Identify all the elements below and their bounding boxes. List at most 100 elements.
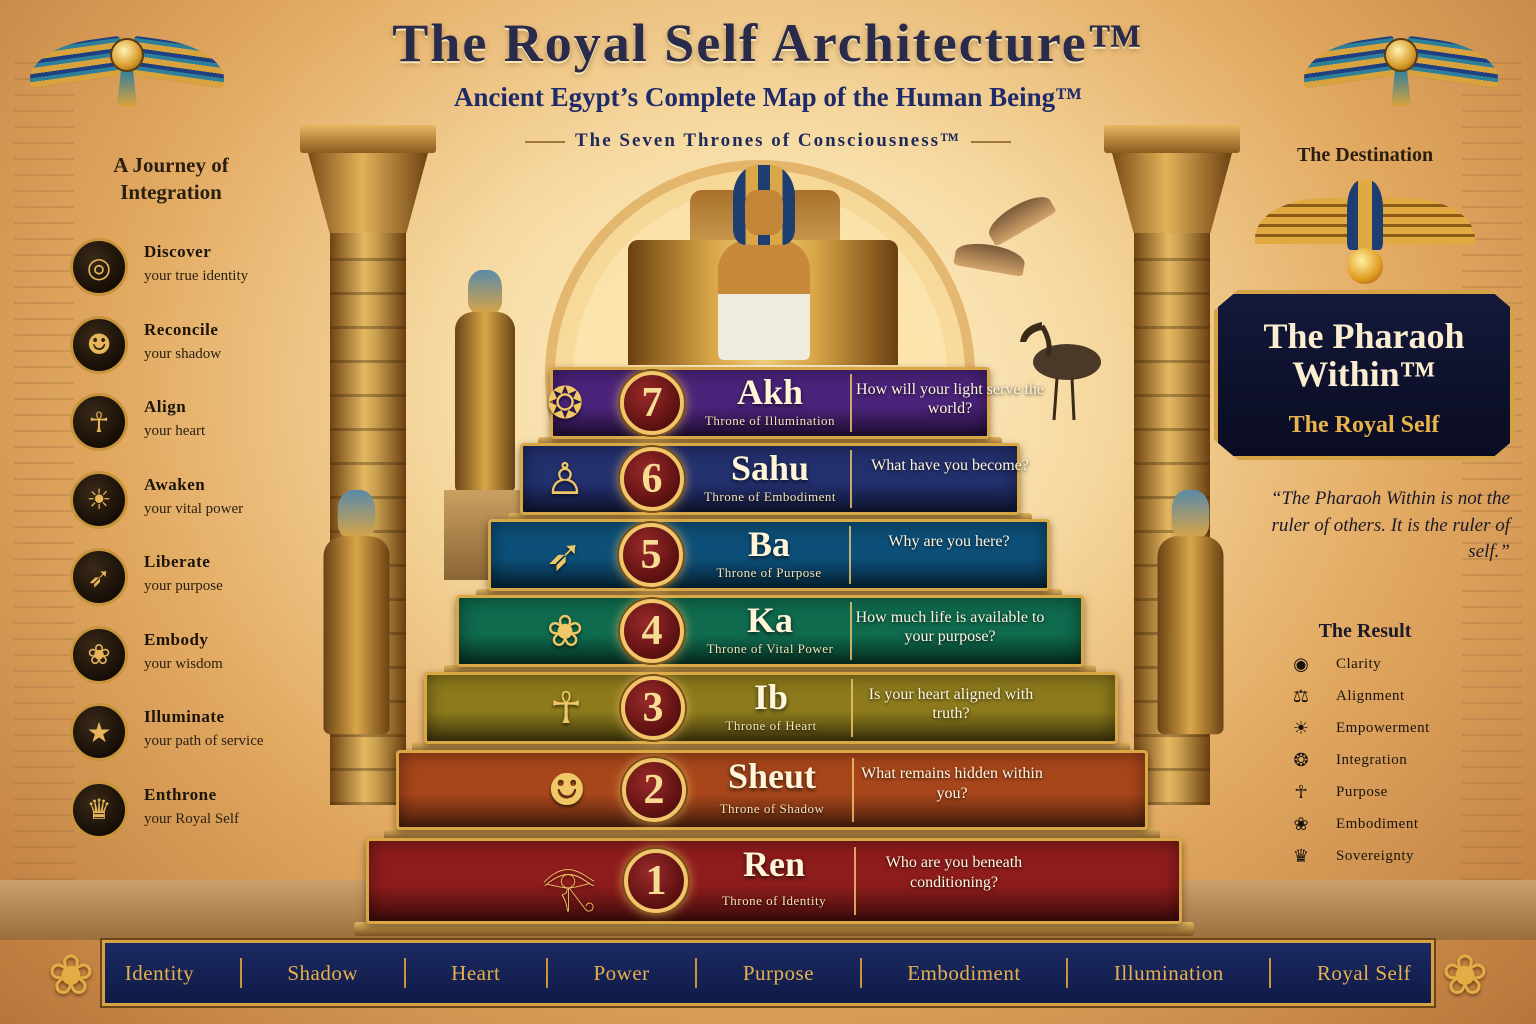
- journey-verb: Discover: [144, 242, 212, 261]
- step-divider: [854, 846, 856, 916]
- banner-separator: [859, 958, 862, 988]
- result-item-alignment: ⚖ Alignment: [1286, 686, 1506, 710]
- star-icon: ★: [70, 703, 128, 761]
- banner-separator: [1269, 958, 1272, 988]
- journey-object: your shadow: [144, 345, 222, 362]
- step-panel: [424, 672, 1118, 744]
- throne-subtitle: Throne of Identity: [721, 893, 827, 909]
- crown-icon: ♛: [70, 780, 128, 839]
- banner-item-shadow: Shadow: [287, 960, 358, 985]
- eye-of-horus-icon: 𓂀: [541, 862, 597, 913]
- step-divider: [851, 679, 853, 737]
- throne-subtitle: Throne of Vital Power: [706, 641, 834, 657]
- falcon-icon: [945, 189, 1065, 295]
- throne-question: What have you become?: [871, 456, 1029, 474]
- journey-verb: Align: [144, 397, 187, 416]
- result-item-clarity: ◉ Clarity: [1286, 654, 1506, 678]
- banner-separator: [1066, 958, 1069, 988]
- ankh-icon: ☥: [1294, 782, 1308, 803]
- three-circles-icon: ❂: [1293, 750, 1309, 771]
- winged-scarab-right-icon: [1296, 20, 1506, 110]
- result-item-integration: ❂ Integration: [1286, 750, 1506, 774]
- bird-icon: ➶: [70, 548, 128, 606]
- journey-verb: Illuminate: [144, 707, 225, 726]
- journey-item-awaken: ☀ Awaken your vital power: [70, 469, 300, 531]
- throne-step-7: ❂ 7 Akh Throne of Illumination How will …: [538, 367, 1044, 451]
- throne-step-4: ❀ 4 Ka Throne of Vital Power How much li…: [444, 595, 1096, 679]
- step-divider: [850, 450, 852, 508]
- result-label: Alignment: [1336, 688, 1405, 704]
- throne-question: Why are you here?: [888, 532, 1010, 550]
- result-item-empowerment: ☀ Empowerment: [1286, 718, 1506, 742]
- banner-item-heart: Heart: [451, 960, 501, 985]
- journey-item-discover: ◎ Discover your true identity: [70, 236, 300, 298]
- ankh-icon: ☥: [549, 682, 583, 734]
- lotus-icon: ❀: [1293, 814, 1309, 835]
- throne-step-5: ➶ 5 Ba Throne of Purpose Why are you her…: [476, 519, 1062, 603]
- thrones-heading: The Seven Thrones of Consciousness™: [430, 130, 1106, 152]
- thrones-heading-text: The Seven Thrones of Consciousness™: [574, 130, 962, 151]
- throne-question: How will your light serve the world?: [856, 380, 1044, 418]
- throne-question: Who are you beneath conditioning?: [885, 854, 1023, 891]
- throne-name: Ren: [743, 844, 805, 885]
- page-title: The Royal Self Architecture™: [392, 13, 1144, 73]
- journey-verb: Liberate: [144, 552, 211, 571]
- journey-verb: Embody: [144, 629, 209, 649]
- banner-item-identity: Identity: [124, 960, 195, 985]
- throne-question: How much life is available to your purpo…: [855, 608, 1045, 646]
- throne-name: Ib: [753, 677, 789, 718]
- step-panel: [488, 519, 1050, 591]
- throne-step-6: ♙ 6 Sahu Throne of Embodiment What have …: [508, 443, 1032, 527]
- lotus-left-icon: ❀: [47, 943, 95, 1008]
- winged-pharaoh-emblem-icon: [1255, 180, 1475, 290]
- crown-icon: ♛: [1292, 846, 1310, 867]
- throne-step-3: ☥ 3 Ib Throne of Heart Is your heart ali…: [412, 672, 1130, 756]
- step-ledge: [354, 922, 1194, 936]
- throne-step-2: ☻ 2 Sheut Throne of Shadow What remains …: [384, 750, 1160, 842]
- banner-item-royal-self: Royal Self: [1316, 960, 1412, 985]
- banner-separator: [403, 958, 406, 988]
- throne-number-badge: 4: [620, 599, 684, 663]
- journey-object: your Royal Self: [144, 810, 239, 827]
- result-item-sovereignty: ♛ Sovereignty: [1286, 846, 1506, 870]
- result-label: Sovereignty: [1336, 848, 1414, 864]
- journey-item-liberate: ➶ Liberate your purpose: [70, 546, 300, 608]
- throne-name: Ba: [747, 524, 790, 565]
- winged-scarab-left-icon: [22, 20, 232, 110]
- journey-verb: Enthrone: [144, 784, 217, 804]
- throne-question: What remains hidden within you?: [861, 765, 1043, 802]
- throne-subtitle: Throne of Illumination: [704, 413, 836, 429]
- bottom-banner: [102, 940, 1434, 1006]
- journey-title: A Journey of Integration: [113, 153, 229, 205]
- scales-icon: ⚖: [1292, 686, 1310, 707]
- journey-object: your vital power: [144, 500, 244, 517]
- right-hieroglyph-wall: [1462, 60, 1522, 880]
- journey-object: your path of service: [144, 733, 264, 749]
- banner-separator: [239, 958, 242, 988]
- throne-subtitle: Throne of Shadow: [719, 801, 825, 817]
- profile-head-icon: ☻: [547, 764, 587, 816]
- throne-subtitle: Throne of Embodiment: [703, 489, 837, 505]
- throne-name: Akh: [736, 372, 804, 413]
- heading-rule-left: [524, 140, 565, 143]
- left-hieroglyph-wall: [14, 60, 74, 880]
- throne-name: Sheut: [727, 755, 817, 796]
- throne-number-badge: 3: [621, 676, 685, 740]
- result-item-purpose: ☥ Purpose: [1286, 782, 1506, 806]
- pharaoh-within-plaque: [1214, 290, 1514, 460]
- step-divider: [850, 602, 852, 660]
- step-panel: [366, 838, 1182, 924]
- journey-item-embody: ❀ Embody your wisdom: [70, 624, 300, 686]
- page-subtitle: Ancient Egypt’s Complete Map of the Huma…: [453, 82, 1083, 112]
- throne-number-badge: 7: [620, 371, 684, 435]
- throne-number-badge: 1: [624, 849, 688, 913]
- result-item-embodiment: ❀ Embodiment: [1286, 814, 1506, 838]
- banner-separator: [695, 958, 698, 988]
- journey-object: your true identity: [144, 268, 249, 284]
- journey-item-illuminate: ★ Illuminate your path of service: [70, 701, 300, 763]
- result-label: Empowerment: [1336, 720, 1430, 736]
- winged-disk-icon: ❂: [546, 377, 584, 429]
- journey-item-reconcile: ☻ Reconcile your shadow: [70, 314, 300, 376]
- banner-item-power: Power: [593, 960, 650, 985]
